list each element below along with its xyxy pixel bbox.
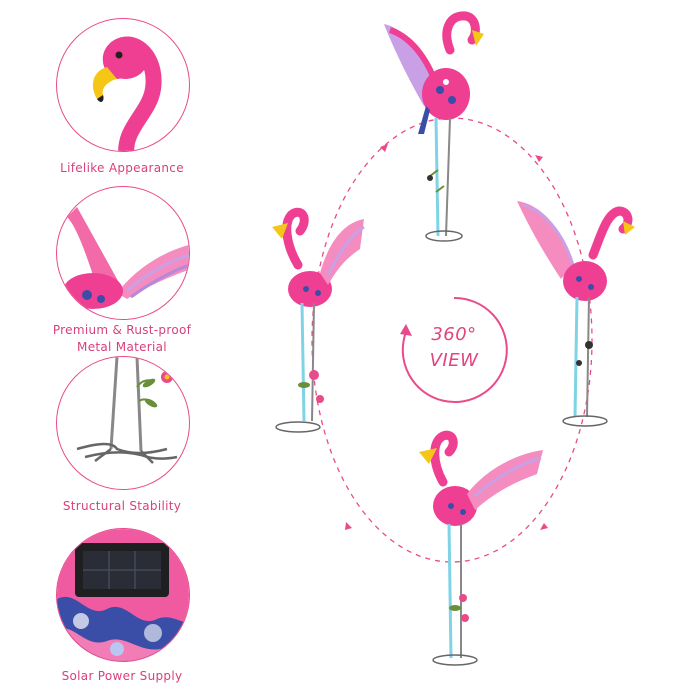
flamingo-head-closeup-icon	[92, 36, 162, 151]
feature-circle-metal	[56, 186, 190, 320]
flamingo-right-view	[517, 201, 635, 427]
rotate-360-icon	[400, 296, 508, 403]
feature-label-metal-line1: Premium & Rust-proof	[52, 323, 192, 337]
feature-label-metal-line2: Metal Material	[77, 340, 167, 354]
orbit-arrow-icon	[345, 522, 352, 530]
metal-legs-base-icon	[76, 357, 178, 464]
orbit-arrow-icon	[380, 144, 388, 152]
orbit-arrow-icon	[535, 155, 543, 162]
view-360-text: 360° VIEW	[398, 322, 510, 374]
flamingo-left-view	[272, 207, 365, 433]
flamingo-wing-closeup-icon	[63, 207, 189, 309]
view-360-line2: VIEW	[429, 350, 479, 371]
feature-label-lifelike: Lifelike Appearance	[60, 161, 184, 175]
feature-label-stability: Structural Stability	[62, 499, 182, 513]
feature-circle-stability	[56, 356, 190, 490]
flamingo-top-view	[384, 11, 484, 242]
feature-circle-lifelike	[56, 18, 190, 152]
feature-circle-solar	[56, 528, 190, 662]
orbit-arrow-icon	[540, 523, 548, 530]
solar-panel-icon	[57, 529, 189, 661]
feature-label-solar: Solar Power Supply	[61, 669, 183, 683]
flamingo-bottom-view	[419, 430, 543, 666]
view-360-line1: 360°	[431, 324, 477, 345]
